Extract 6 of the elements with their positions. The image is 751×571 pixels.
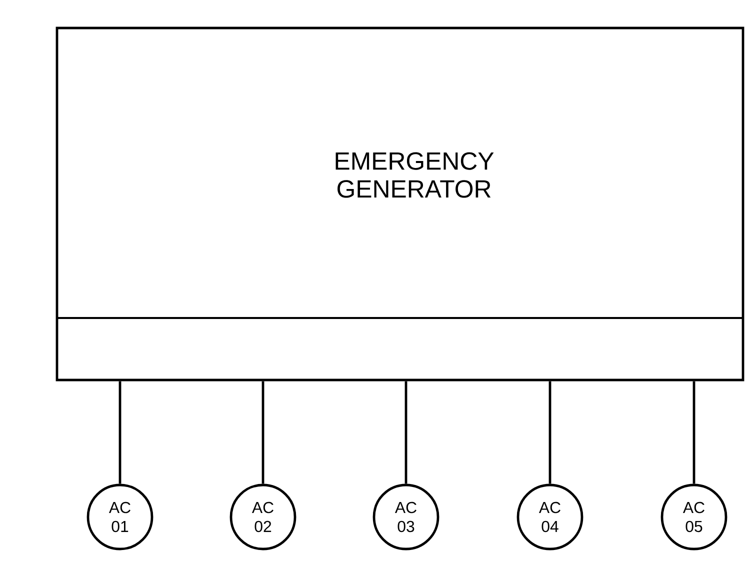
- connector-line: [118, 381, 122, 484]
- connector-line: [692, 381, 696, 484]
- connector-line: [548, 381, 552, 484]
- generator-box: EMERGENCY GENERATOR: [56, 26, 744, 382]
- connector-line: [262, 381, 264, 484]
- connector-line: [404, 381, 408, 484]
